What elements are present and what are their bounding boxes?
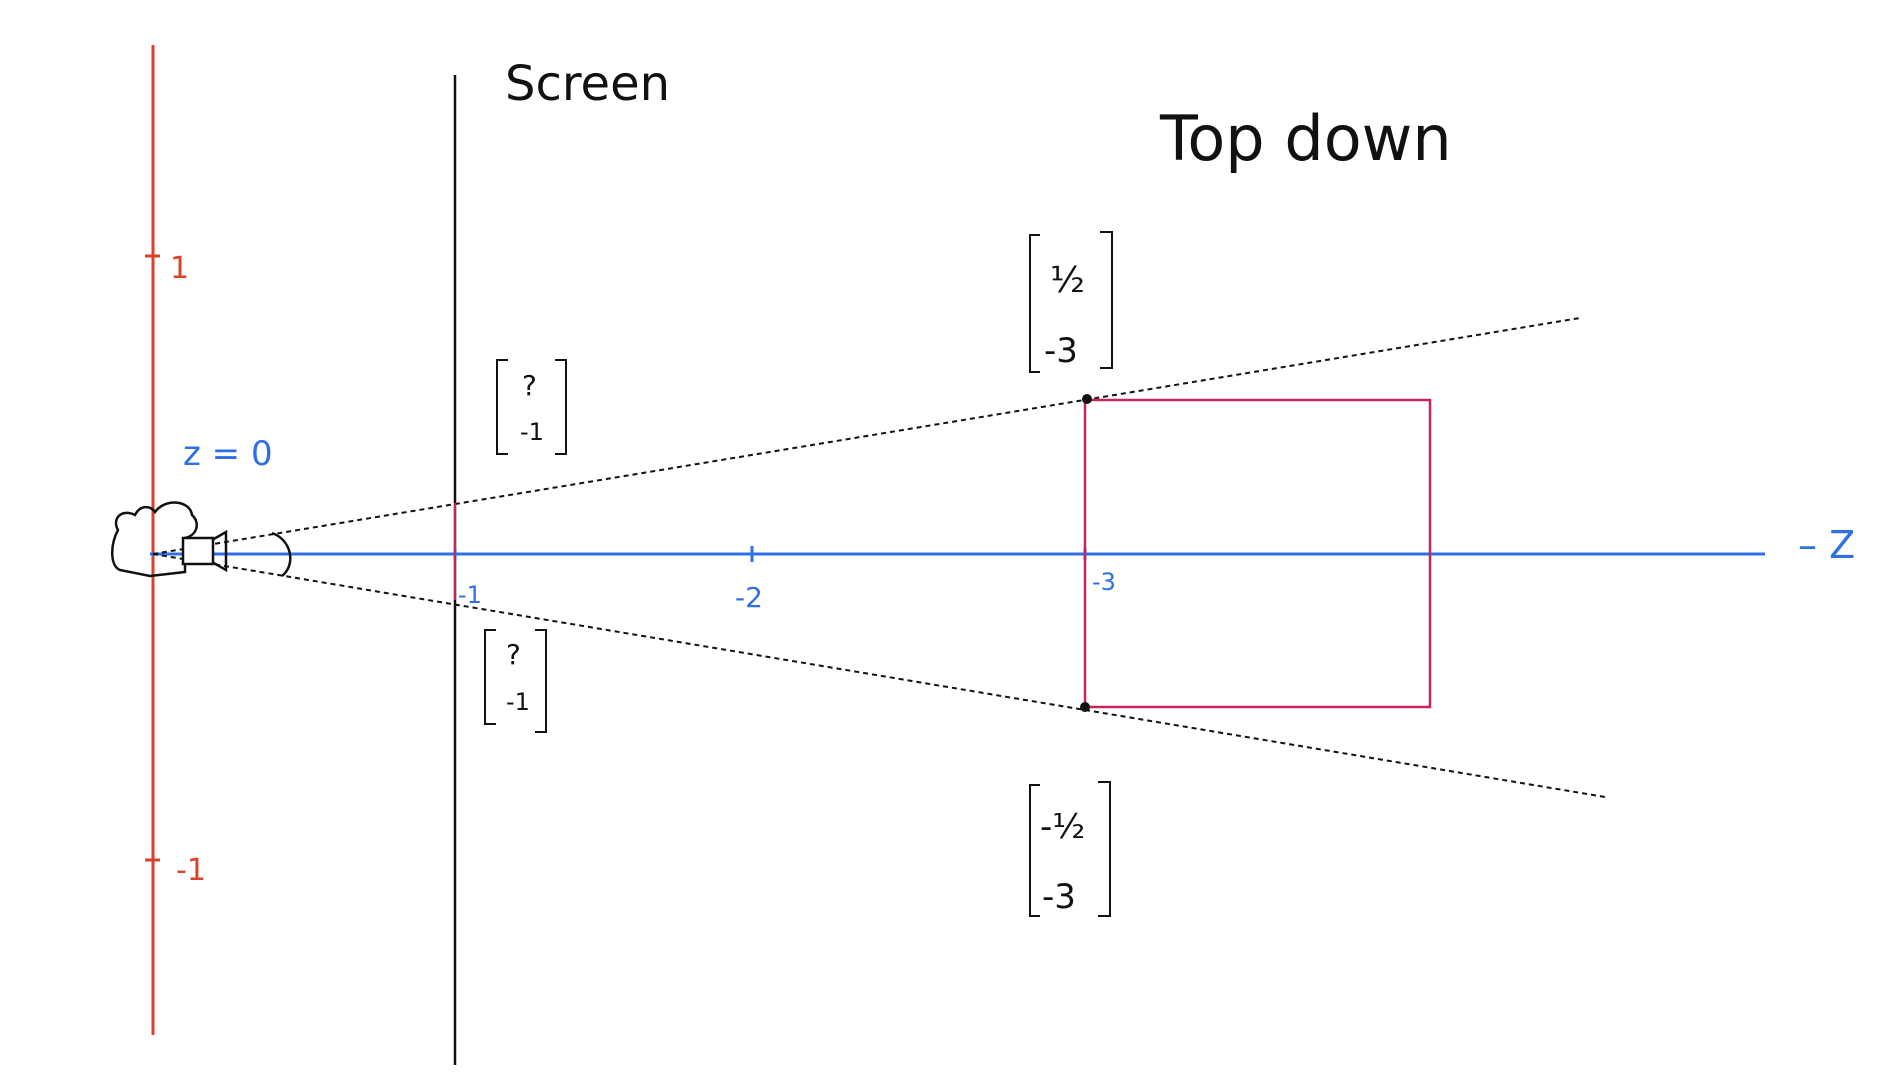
- red-tick-label-1: 1: [170, 251, 189, 286]
- vector-far-bottom: [1029, 781, 1111, 917]
- blue-tick-label-neg1: -1: [458, 581, 482, 609]
- object-box: [1083, 398, 1432, 709]
- vector-far-top-entry-2: -3: [1044, 331, 1078, 371]
- vector-far-top-entry-1: ½: [1050, 260, 1085, 301]
- blue-tick-label-neg2: -2: [735, 581, 763, 614]
- red-tick-label-neg1: -1: [176, 853, 206, 888]
- box-top-corner-point: [1082, 394, 1092, 404]
- box-bottom-corner-point: [1080, 702, 1090, 712]
- blue-tick-label-neg3: -3: [1092, 568, 1116, 596]
- vector-far-bottom-entry-1: -½: [1040, 807, 1085, 847]
- vector-screen-top: [496, 359, 567, 455]
- top-down-title: Top down: [1159, 102, 1452, 175]
- frustum-top-ray: [152, 317, 1581, 555]
- z-zero-label: z = 0: [183, 434, 273, 474]
- vector-screen-bottom: [484, 629, 547, 733]
- camera-icon: [111, 501, 292, 578]
- neg-z-label: – Z: [1798, 523, 1855, 567]
- frustum-bottom-ray: [152, 553, 1606, 798]
- vector-screen-bottom-entry-1: ?: [506, 638, 521, 671]
- vector-screen-top-entry-2: -1: [520, 418, 544, 446]
- screen-label: Screen: [505, 56, 670, 112]
- vector-screen-top-entry-1: ?: [522, 369, 537, 402]
- vector-far-top: [1029, 231, 1113, 373]
- vector-far-bottom-entry-2: -3: [1042, 877, 1076, 917]
- vector-screen-bottom-entry-2: -1: [506, 688, 530, 716]
